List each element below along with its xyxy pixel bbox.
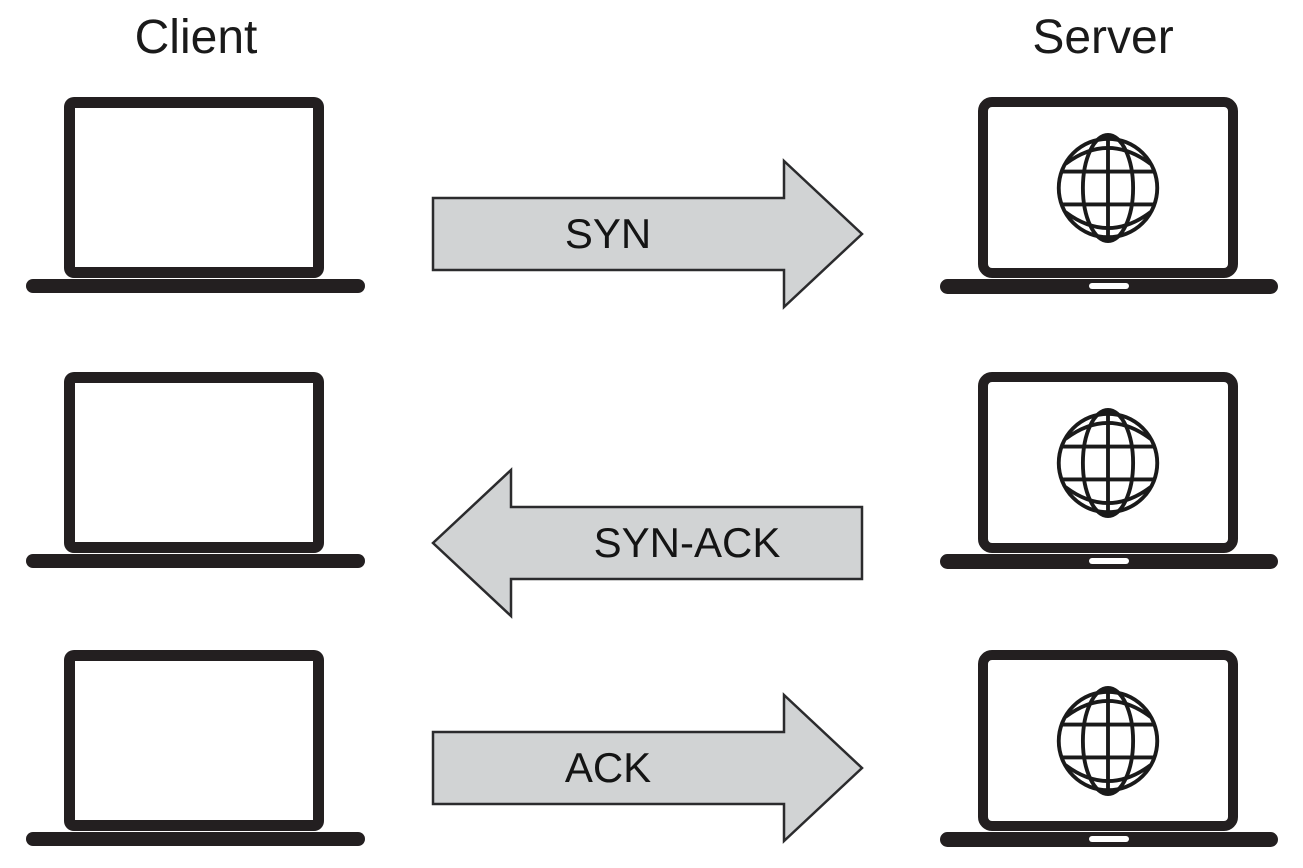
globe-icon	[1056, 407, 1160, 518]
server-laptop-icon	[940, 372, 1278, 569]
laptop-base	[26, 279, 365, 293]
trackpad-notch	[1089, 283, 1129, 289]
laptop-base	[940, 554, 1278, 569]
client-laptop-icon	[26, 372, 365, 568]
syn-arrow-label: SYN	[564, 210, 652, 257]
client-laptop-icon	[26, 650, 365, 846]
laptop-base	[940, 832, 1278, 847]
syn-ack-arrow-label: SYN-ACK	[593, 519, 781, 566]
arrow-right-icon	[431, 158, 864, 310]
trackpad-notch	[1089, 836, 1129, 842]
ack-arrow-label: ACK	[564, 744, 652, 791]
globe-icon	[1056, 132, 1160, 243]
laptop-base	[26, 554, 365, 568]
laptop-screen	[64, 372, 324, 553]
server-column-label: Server	[1032, 11, 1174, 64]
globe-icon	[1056, 685, 1160, 796]
client-column-label: Client	[134, 11, 258, 64]
trackpad-notch	[1089, 558, 1129, 564]
syn-ack-arrow: SYN-ACK	[430, 467, 864, 619]
server-laptop-icon	[940, 650, 1278, 847]
laptop-screen	[978, 650, 1238, 831]
syn-arrow: SYN	[431, 158, 865, 310]
arrow-right-icon	[431, 692, 864, 844]
laptop-screen	[64, 97, 324, 278]
laptop-base	[940, 279, 1278, 294]
laptop-screen	[64, 650, 324, 831]
laptop-screen	[978, 97, 1238, 278]
ack-arrow: ACK	[431, 692, 865, 844]
client-laptop-icon	[26, 97, 365, 293]
laptop-screen	[978, 372, 1238, 553]
arrow-left-icon	[431, 467, 864, 619]
server-laptop-icon	[940, 97, 1278, 294]
laptop-base	[26, 832, 365, 846]
